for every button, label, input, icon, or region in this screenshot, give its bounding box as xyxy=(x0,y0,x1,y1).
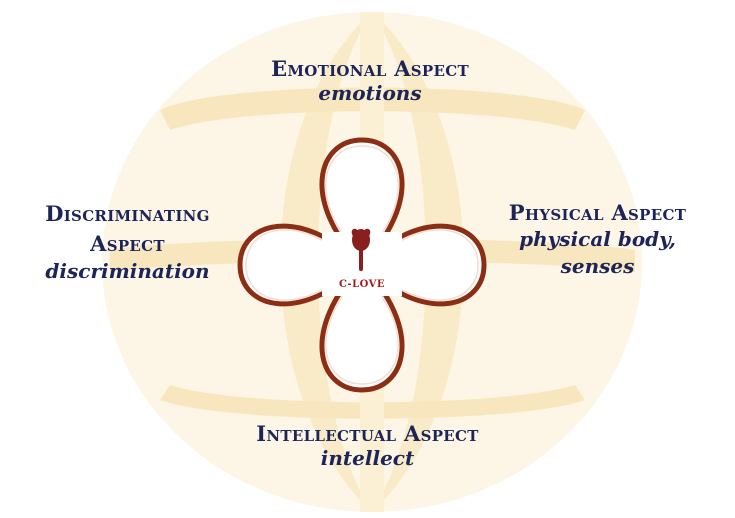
emotional-aspect-subtitle: emotions xyxy=(318,81,422,105)
physical-aspect-title: Physical Aspect xyxy=(508,200,687,225)
discriminating-aspect-title-line2: Aspect xyxy=(90,231,165,256)
intellectual-aspect-subtitle: intellect xyxy=(320,446,415,470)
physical-aspect-subtitle-line2: senses xyxy=(560,254,635,278)
intellectual-aspect-title: Intellectual Aspect xyxy=(256,421,479,446)
flower-petal-inner xyxy=(245,145,479,385)
physical-aspect-subtitle-line1: physical body, xyxy=(519,227,676,251)
discriminating-aspect-subtitle: discrimination xyxy=(45,259,210,283)
intellectual-aspect-label: Intellectual Aspect intellect xyxy=(170,421,565,470)
discriminating-aspect-label: Discriminating Aspect discrimination xyxy=(0,199,255,283)
physical-aspect-label: Physical Aspect physical body, senses xyxy=(470,199,725,280)
center-emblem-icon xyxy=(351,228,371,271)
emotional-aspect-label: Emotional Aspect emotions xyxy=(180,56,560,105)
center-label: C-LOVE xyxy=(339,279,385,290)
emotional-aspect-title: Emotional Aspect xyxy=(271,56,469,81)
discriminating-aspect-title-line1: Discriminating xyxy=(45,201,210,226)
